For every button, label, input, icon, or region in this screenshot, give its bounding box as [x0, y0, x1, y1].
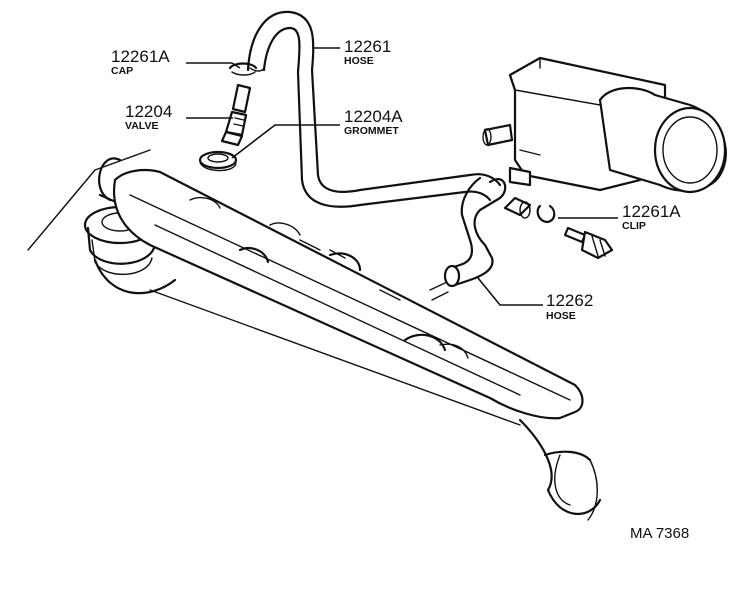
leaders	[186, 47, 618, 306]
part-name: CAP	[111, 65, 133, 77]
callout-grommet: 12204A GROMMET	[344, 107, 403, 137]
part-name: HOSE	[546, 310, 576, 322]
figure-code: MA 7368	[630, 525, 689, 542]
throttle-body	[482, 56, 727, 194]
callout-cap: 12261A CAP	[111, 47, 170, 77]
part-number: 12261A	[622, 202, 681, 221]
cap-12261a	[228, 62, 258, 76]
callout-hose-lower: 12262 HOSE	[546, 291, 593, 322]
part-number: 12204A	[344, 107, 403, 126]
hose-12262	[429, 176, 532, 301]
part-number: 12261A	[111, 47, 170, 66]
cylinder-head-cover	[112, 169, 584, 420]
part-number: 12204	[125, 102, 172, 121]
hose-12261	[246, 10, 502, 208]
part-number: 12262	[546, 291, 593, 310]
part-name: GROMMET	[344, 125, 399, 137]
pcv-valve	[220, 83, 252, 147]
clip-12261a	[536, 204, 556, 224]
union-bolt	[563, 226, 614, 260]
callout-hose-upper: 12261 HOSE	[344, 37, 391, 67]
part-name: HOSE	[344, 55, 374, 67]
callout-clip: 12261A CLIP	[622, 202, 681, 232]
part-name: VALVE	[125, 120, 158, 132]
part-number: 12261	[344, 37, 391, 56]
grommet	[198, 150, 238, 172]
part-name: CLIP	[622, 220, 646, 232]
callout-valve: 12204 VALVE	[125, 102, 172, 132]
